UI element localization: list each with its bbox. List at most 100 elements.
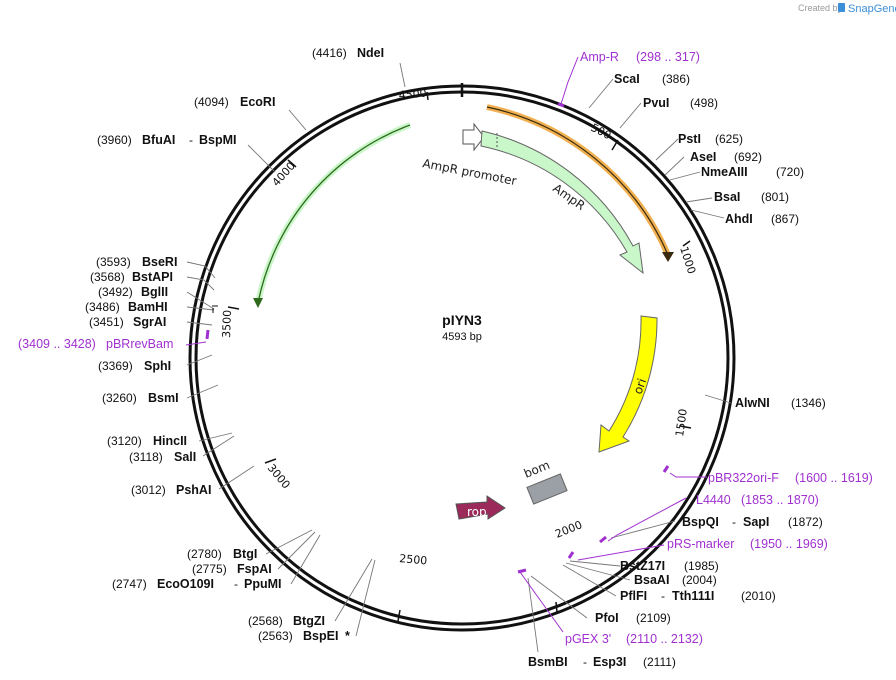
site-sali[interactable]: SalI [174,450,196,464]
primer-l4440[interactable]: L4440 [696,493,731,507]
site-pos-psti: (625) [715,132,743,146]
site-nmeaiii[interactable]: NmeAIII [701,165,748,179]
primer-markers [205,102,670,574]
site-ppumi[interactable]: PpuMI [244,577,282,591]
svg-text:-: - [583,655,587,669]
site-bspei-star: * [345,629,350,643]
primer-range-pbr322ori-f: (1600 .. 1619) [795,471,873,485]
site-btgi[interactable]: BtgI [233,547,257,561]
site-pos-hincii: (3120) [107,434,142,448]
green-band-arrow [255,122,412,304]
site-bstapi[interactable]: BstAPI [132,270,173,284]
orange-arrow-head-icon [662,252,674,262]
site-bspqi[interactable]: BspQI [682,515,719,529]
rop-feature-arrow [455,495,506,520]
svg-text:-: - [661,589,665,603]
site-pos-bfuai: (3960) [97,133,132,147]
site-pos-bspqi: (1872) [788,515,823,529]
tick-2500: 2500 [399,552,428,567]
site-bseri[interactable]: BseRI [142,255,177,269]
site-psti[interactable]: PstI [678,132,701,146]
leader-lines [186,62,732,653]
ticks [227,91,692,622]
brand-created-by: Created by [798,3,843,13]
svg-text:-: - [732,515,736,529]
site-pos-sali: (3118) [129,450,163,464]
brand-name: SnapGene [848,3,896,15]
primer-pbr322ori-f[interactable]: pBR322ori-F [708,471,779,485]
site-alwni[interactable]: AlwNI [735,396,770,410]
site-pflfi[interactable]: PflFI [620,589,647,603]
primer-range-prs-marker: (1950 .. 1969) [750,537,828,551]
site-pos-btgi: (2780) [187,547,222,561]
tick-3500: 3500 [220,310,234,338]
site-bstz17i[interactable]: BstZ17I [620,559,665,573]
site-bspei[interactable]: BspEI [303,629,338,643]
primer-amp-r[interactable]: Amp-R [580,50,619,64]
site-pshai[interactable]: PshAI [176,483,211,497]
primer-leader-lines [185,56,707,633]
primer-pgex3[interactable]: pGEX 3' [565,632,611,646]
site-hincii[interactable]: HincII [153,434,187,448]
primer-pbrrevbam[interactable]: pBRrevBam [106,337,173,351]
green-arrow-head-icon [253,298,263,308]
site-bsmbi[interactable]: BsmBI [528,655,568,669]
site-btgzi[interactable]: BtgZI [293,614,325,628]
site-ticks [212,305,218,313]
primer-range-amp-r: (298 .. 317) [636,50,700,64]
site-bspmi[interactable]: BspMI [199,133,237,147]
rop-label: rop [467,505,487,519]
site-pos-btgzi: (2568) [248,614,283,628]
site-pos-ahdi: (867) [771,212,799,226]
site-pos-bglii: (3492) [98,285,133,299]
site-sphi[interactable]: SphI [144,359,171,373]
tick-3000: 3000 [265,462,293,492]
site-tth111i[interactable]: Tth111I [672,589,714,603]
tick-1500: 1500 [673,408,690,438]
site-asei[interactable]: AseI [690,150,716,164]
site-fspai[interactable]: FspAI [237,562,272,576]
site-esp3i[interactable]: Esp3I [593,655,626,669]
site-pos-bstz17i: (1985) [684,559,719,573]
svg-text:-: - [234,577,238,591]
snapgene-logo-icon [838,3,845,12]
tick-4500: 4500 [398,87,427,102]
site-pos-bsaai: (2004) [682,573,717,587]
site-pfoi[interactable]: PfoI [595,611,619,625]
site-bsai[interactable]: BsaI [714,190,740,204]
site-sgrai[interactable]: SgrAI [133,315,166,329]
primer-range-l4440: (1853 .. 1870) [741,493,819,507]
site-pos-scai: (386) [662,72,690,86]
site-pos-alwni: (1346) [791,396,826,410]
site-scai[interactable]: ScaI [614,72,640,86]
site-pos-fspai: (2775) [192,562,227,576]
bom-label: bom [522,458,552,481]
primer-range-pbrrevbam: (3409 .. 3428) [18,337,96,351]
site-sapi[interactable]: SapI [743,515,769,529]
site-pos-pshai: (3012) [131,483,166,497]
tick-4000: 4000 [270,160,298,190]
site-pos-bspei: (2563) [258,629,293,643]
site-bamhi[interactable]: BamHI [128,300,168,314]
site-pos-bstapi: (3568) [90,270,125,284]
site-bsmi[interactable]: BsmI [148,391,179,405]
site-pos-sgrai: (3451) [89,315,124,329]
site-bfuai[interactable]: BfuAI [142,133,175,147]
site-ecoo109i[interactable]: EcoO109I [157,577,214,591]
site-pos-bsai: (801) [761,190,789,204]
site-ahdi[interactable]: AhdI [725,212,753,226]
site-bsaai[interactable]: BsaAI [634,573,669,587]
site-ecori[interactable]: EcoRI [240,95,275,109]
site-bglii[interactable]: BglII [141,285,168,299]
site-pos-bsmbi: (2111) [643,655,676,669]
site-pos-asei: (692) [734,150,762,164]
site-pos-bseri: (3593) [96,255,131,269]
tick-500: 500 [589,121,614,142]
site-pvui[interactable]: PvuI [643,96,669,110]
primer-prs-marker[interactable]: pRS-marker [667,537,734,551]
site-pos-bsmi: (3260) [102,391,137,405]
site-ndei[interactable]: NdeI [357,46,384,60]
site-pos-nmeaiii: (720) [776,165,804,179]
ori-feature-arrow [598,315,658,453]
